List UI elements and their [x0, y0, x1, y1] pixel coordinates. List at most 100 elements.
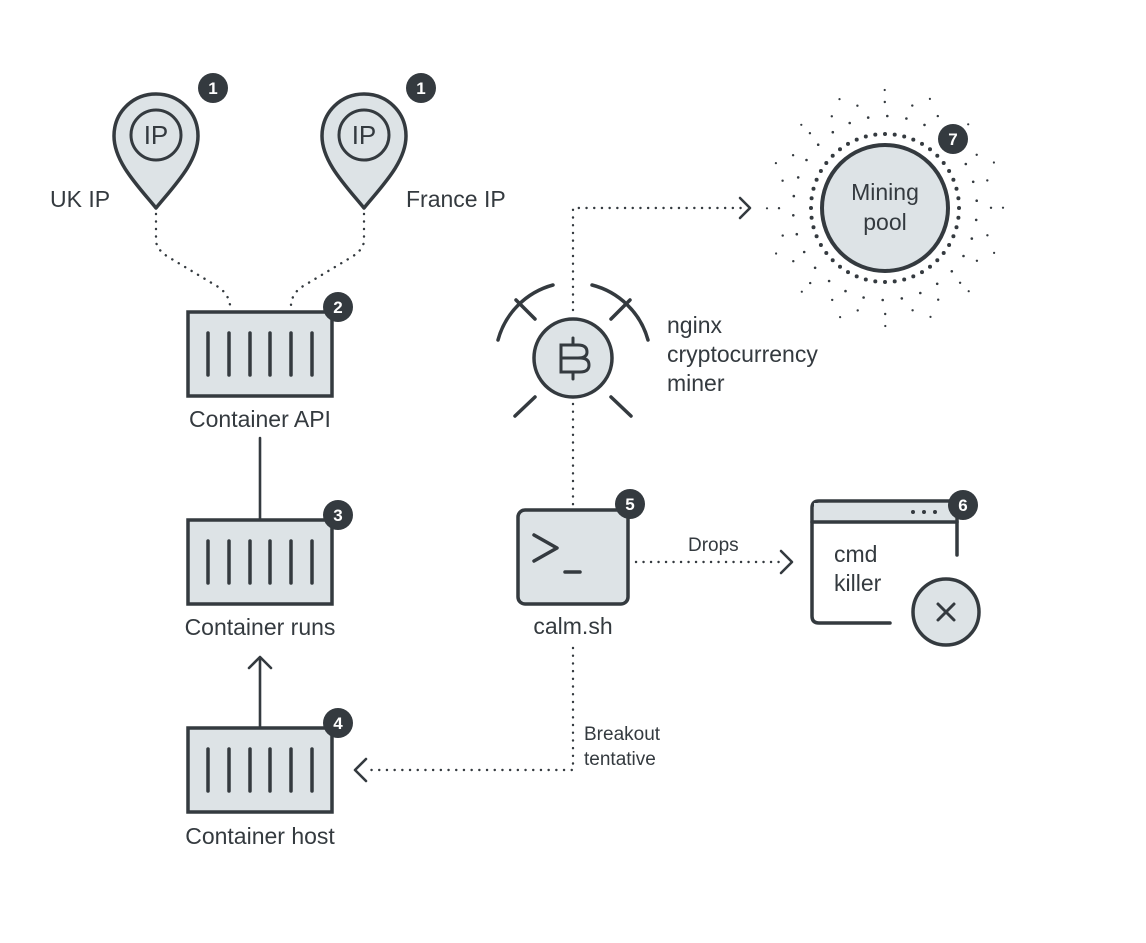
halo-dot: [856, 104, 859, 107]
step-badge: [406, 73, 436, 103]
halo-dot: [975, 259, 979, 262]
halo-dot: [824, 161, 829, 165]
halo-dot: [830, 258, 835, 263]
halo-dot: [883, 280, 887, 284]
miner-label-line3: miner: [667, 370, 725, 396]
halo-dot: [844, 289, 847, 293]
halo-dot: [854, 274, 859, 279]
halo-dot: [923, 123, 926, 127]
node-container-api: 2 Container API: [186, 292, 353, 432]
edge-breakout: [362, 646, 575, 772]
cmd-killer-label-line1: cmd: [834, 541, 877, 567]
halo-dot: [811, 225, 816, 230]
halo-dot: [911, 309, 914, 312]
halo-dot: [838, 147, 842, 152]
halo-dot: [900, 297, 904, 300]
france-ip-label: France IP: [406, 186, 506, 212]
halo-dot: [883, 132, 887, 136]
halo-dot: [827, 279, 831, 283]
step-badge: [615, 489, 645, 519]
halo-dot: [928, 264, 932, 269]
edge-drops-label: Drops: [688, 535, 739, 556]
ip-icon-text: IP: [144, 120, 169, 150]
halo-dot: [986, 179, 989, 182]
halo-dot: [992, 161, 996, 164]
container-runs-label: Container runs: [185, 614, 336, 640]
cmd-killer-label-line2: killer: [834, 570, 882, 596]
node-container-runs: 3 Container runs: [185, 500, 353, 640]
edge-breakout-label-line1: Breakout: [584, 724, 661, 745]
step-badge: [938, 124, 968, 154]
halo-dot: [831, 130, 835, 134]
node-uk-ip: IP 1 UK IP: [50, 73, 228, 212]
halo-dot: [920, 141, 924, 146]
calm-sh-label: calm.sh: [533, 613, 612, 639]
step-badge-number: 5: [625, 495, 634, 514]
halo-dot: [935, 153, 940, 158]
halo-dot: [920, 270, 924, 275]
ip-circle-icon: [129, 108, 183, 162]
halo-dot: [811, 186, 816, 191]
window-close-icon: [810, 499, 981, 647]
halo-dot: [902, 134, 907, 139]
halo-dot: [818, 169, 823, 173]
container-icon: [186, 310, 334, 398]
step-badge: [198, 73, 228, 103]
container-icon: [186, 726, 334, 814]
miner-label-line1: nginx: [667, 312, 722, 338]
halo-dot: [846, 270, 850, 275]
mining-pool-label-line2: pool: [863, 209, 906, 235]
halo-dot: [951, 177, 956, 182]
halo-dot: [808, 132, 812, 135]
halo-dot: [957, 206, 961, 210]
halo-dot: [792, 194, 796, 198]
halo-dot: [911, 137, 916, 142]
halo-dot: [928, 97, 932, 100]
halo-dot: [795, 232, 799, 236]
bitcoin-icon: [496, 283, 650, 418]
halo-dot: [809, 196, 814, 201]
halo-dot: [814, 177, 819, 182]
halo-dot: [800, 123, 803, 126]
halo-dot: [831, 298, 834, 302]
halo-dot: [967, 123, 970, 126]
arrow-head-right-icon: [779, 549, 794, 575]
halo-dot: [892, 132, 897, 137]
halo-dot: [809, 206, 813, 210]
halo-dot: [809, 281, 812, 285]
halo-dot: [814, 234, 819, 239]
step-badge-number: 1: [208, 79, 217, 98]
arrow-head-right-icon: [738, 196, 752, 220]
halo-dot: [970, 237, 974, 240]
halo-dot: [777, 207, 781, 210]
halo-dot: [781, 234, 784, 237]
halo-dot: [902, 277, 907, 282]
halo-dot: [792, 214, 795, 217]
halo-dot: [862, 296, 865, 299]
step-badge: [323, 500, 353, 530]
node-mining-pool: Mining pool 7: [765, 88, 1005, 328]
arrow-head-left-icon: [353, 757, 368, 783]
halo-dot: [866, 116, 870, 119]
step-badge-number: 3: [333, 506, 342, 525]
step-badge: [323, 708, 353, 738]
halo-dot: [884, 324, 887, 328]
miner-label-line2: cryptocurrency: [667, 341, 818, 367]
uk-ip-label: UK IP: [50, 186, 110, 212]
halo-dot: [774, 162, 778, 165]
halo-dot: [873, 132, 878, 137]
mining-pool-icon: [765, 88, 1005, 328]
step-badge-number: 2: [333, 298, 342, 317]
ip-icon-text: IP: [352, 120, 377, 150]
halo-dot: [848, 121, 851, 125]
edge-miner-to-pool: [571, 206, 744, 312]
halo-dot: [854, 137, 859, 142]
halo-dot: [974, 218, 978, 222]
container-icon: [186, 518, 334, 606]
halo-dot: [838, 98, 841, 101]
mining-pool-label-line1: Mining: [851, 179, 919, 205]
halo-dot: [986, 234, 989, 237]
halo-dot: [975, 199, 978, 202]
terminal-icon: [516, 508, 630, 606]
node-miner: nginx cryptocurrency miner: [496, 283, 818, 418]
